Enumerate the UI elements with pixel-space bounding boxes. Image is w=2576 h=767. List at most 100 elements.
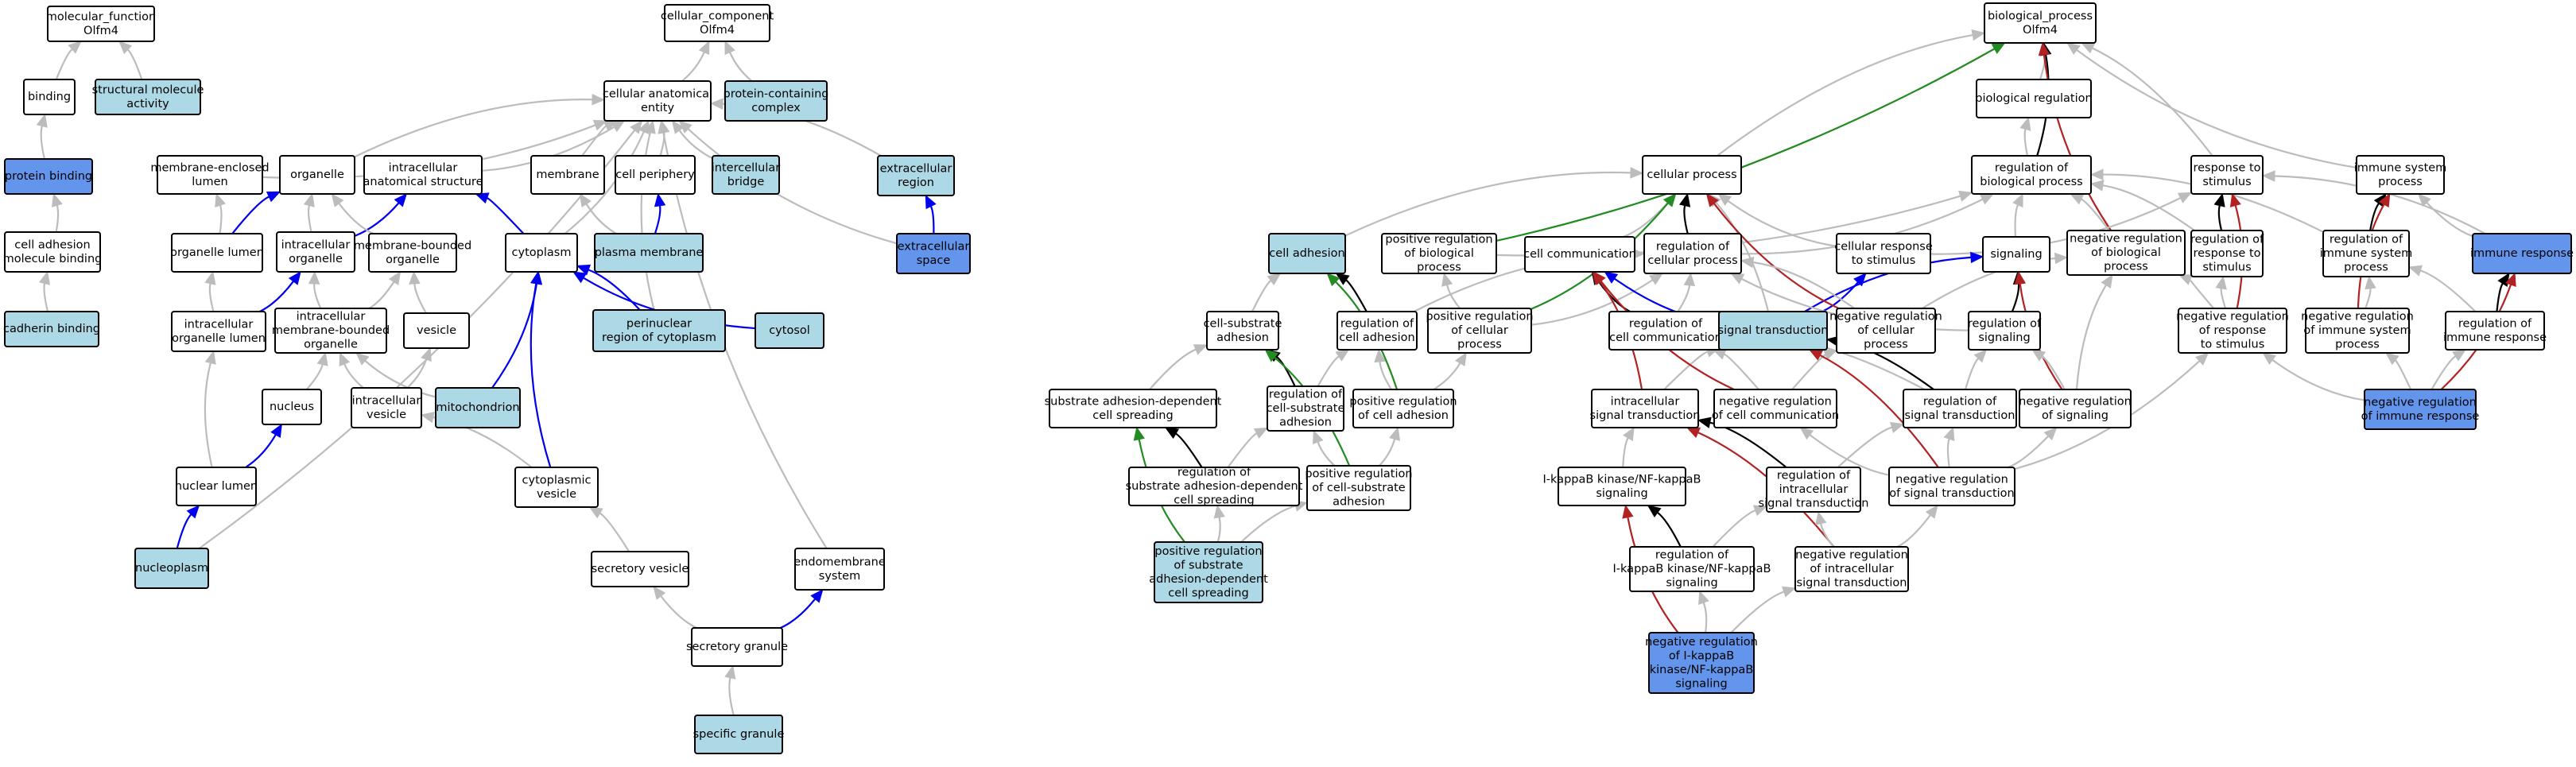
go-term-node-membrane[interactable]: membrane <box>530 155 605 195</box>
go-term-node-sigtrans[interactable]: signal transduction <box>1718 311 1829 351</box>
node-label: intracellular <box>281 238 351 251</box>
go-term-node-nucleoplasm[interactable]: nucleoplasm <box>134 548 209 589</box>
go-term-node-mito[interactable]: mitochondrion <box>435 387 521 428</box>
node-label: structural molecule <box>92 83 204 96</box>
edge-rccomm-to-rcp <box>1677 272 1696 312</box>
go-term-node-secgran[interactable]: secretory granule <box>686 627 788 667</box>
go-term-node-cperiph[interactable]: cell periphery <box>615 155 696 195</box>
go-term-node-specgran[interactable]: specific granule <box>693 715 785 754</box>
go-term-node-secves[interactable]: secretory vesicle <box>591 551 689 587</box>
go-term-node-protbind[interactable]: protein binding <box>4 158 93 195</box>
node-label: biological regulation <box>1975 92 2092 105</box>
node-label: process <box>2378 176 2423 188</box>
edge-line <box>1175 432 1203 468</box>
go-term-node-immresp[interactable]: immune response <box>2470 233 2574 274</box>
edge-nrikk-to-nrist <box>1730 586 1797 633</box>
go-term-node-cadh[interactable]: cadherin binding <box>3 311 100 347</box>
go-term-node-nucleus[interactable]: nucleus <box>262 389 322 425</box>
node-box <box>530 155 605 195</box>
go-term-node-binding[interactable]: binding <box>23 79 76 115</box>
go-term-node-cellproc[interactable]: cellular process <box>1642 155 1742 195</box>
edge-line <box>1227 432 1258 468</box>
go-term-node-organelle[interactable]: organelle <box>279 155 355 195</box>
node-box <box>1154 541 1263 603</box>
go-term-node-bioreg[interactable]: biological regulation <box>1975 79 2093 118</box>
arrowhead-icon <box>394 193 408 207</box>
node-label: entity <box>641 102 675 114</box>
go-term-node-pm[interactable]: plasma membrane <box>594 233 704 273</box>
go-term-node-cyto[interactable]: cytoplasm <box>505 233 578 273</box>
edge-line <box>259 281 294 312</box>
go-term-node-olumen[interactable]: organelle lumen <box>170 233 264 273</box>
go-term-node-nlumen[interactable]: nuclear lumen <box>175 467 258 506</box>
node-label: region <box>898 176 934 189</box>
go-term-node-vesicle[interactable]: vesicle <box>403 312 470 349</box>
go-term-node-celladh[interactable]: cell adhesion <box>1268 233 1346 274</box>
edge-nrisp-to-risp <box>2365 275 2376 309</box>
go-term-node-rikk[interactable]: regulation ofI-kappaB kinase/NF-kappaBsi… <box>1613 546 1771 592</box>
edge-line <box>305 364 324 390</box>
edge-line <box>2014 204 2019 238</box>
edge-line <box>1379 361 1392 390</box>
node-box <box>1713 389 1837 428</box>
go-term-node-signaling[interactable]: signaling <box>1982 236 2050 273</box>
go-term-node-cytosol[interactable]: cytosol <box>755 312 824 349</box>
node-box <box>363 155 483 195</box>
go-term-node-ccomm[interactable]: cell communication <box>1523 236 1636 273</box>
